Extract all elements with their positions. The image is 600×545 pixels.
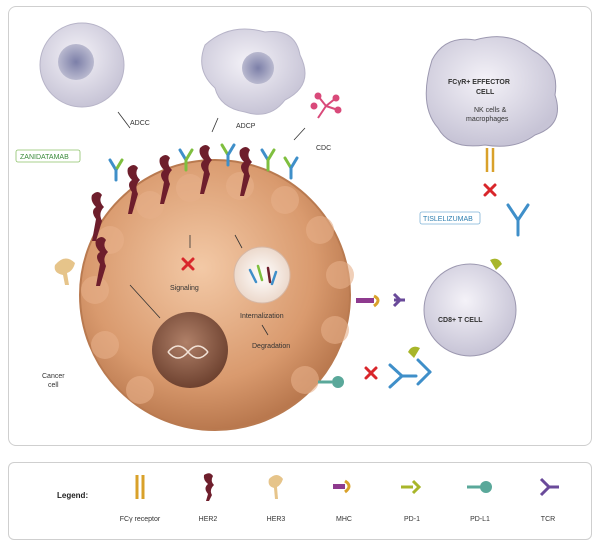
tcell-label: CD8+ T CELL: [438, 317, 483, 324]
legend-item-mhc: MHC: [313, 471, 375, 533]
legend-item-pdl1: PD-L1: [449, 471, 511, 533]
legend-label: PD-L1: [470, 516, 490, 523]
pd1-top: [490, 258, 502, 270]
her2-icon: [203, 473, 214, 501]
mechanism-diagram: ADCC ADCP CDC ZANIDATAMAB: [15, 22, 558, 431]
effector-title-2: CELL: [476, 89, 495, 96]
tislelizumab-tag: [419, 211, 481, 225]
internal-arrows: [129, 234, 269, 336]
legend-item-tcr: TCR: [517, 471, 579, 533]
pd1-icon: [401, 479, 422, 495]
complement-icon: [310, 92, 342, 119]
adcc-label: ADCC: [130, 120, 150, 127]
legend-label: HER3: [266, 516, 286, 523]
her3-icon: [268, 475, 283, 499]
her3-receptor: [54, 258, 75, 285]
mechanism-arrows: [117, 111, 306, 141]
zanidatamab-antibodies: [108, 143, 299, 182]
legend-label: FCγ receptor: [119, 516, 161, 523]
legend-label: PD-1: [404, 516, 420, 523]
cd8-t-cell: [423, 263, 517, 357]
tislelizumab-antibody-top: [506, 203, 530, 237]
pdl1-icon: [467, 481, 492, 493]
fc-receptor-icon: [135, 475, 145, 499]
effector-title-1: FCγR+ EFFECTOR: [448, 79, 510, 86]
round-immune-cell: [39, 22, 125, 108]
legend-panel: Legend: FCγ receptor HER2 HER3 MHC PD-1 …: [8, 462, 592, 540]
effector-sub-1: NK cells &: [474, 107, 507, 114]
pdl1-interaction: [318, 358, 432, 389]
mhc-tcr-interaction: [356, 292, 405, 308]
legend-item-pd1: PD-1: [381, 471, 443, 533]
cancer-cell: [79, 159, 354, 431]
pd1-bottom: [408, 346, 420, 358]
cancer-label-2: cell: [48, 382, 59, 389]
legend-item-her2: HER2: [177, 471, 239, 533]
legend-items: FCγ receptor HER2 HER3 MHC PD-1 PD-L1 TC…: [109, 471, 579, 533]
macrophage-cell: [201, 28, 306, 115]
inhibition-x-icon: [181, 183, 497, 380]
tcr-icon: [539, 477, 559, 497]
fc-receptor-on-effector: [485, 148, 495, 172]
internalization-label: Internalization: [240, 313, 284, 320]
zanidatamab-tag: [15, 149, 81, 163]
legend-label: TCR: [540, 516, 556, 523]
legend-item-fc-receptor: FCγ receptor: [109, 471, 171, 533]
legend-label: MHC: [336, 516, 352, 523]
internalization-vesicle: [233, 246, 291, 304]
effector-cell: [425, 36, 558, 147]
cancer-label-1: Cancer: [42, 373, 65, 380]
effector-sub-2: macrophages: [466, 116, 509, 123]
zanidatamab-label: ZANIDATAMAB: [20, 154, 69, 161]
her2-receptors: [91, 145, 252, 286]
cdc-label: CDC: [316, 145, 331, 152]
legend-title: Legend:: [57, 491, 89, 500]
degradation-label: Degradation: [252, 343, 290, 350]
mhc-icon: [333, 479, 351, 494]
signaling-label: Signaling: [170, 285, 199, 292]
legend-item-her3: HER3: [245, 471, 307, 533]
adcp-label: ADCP: [236, 123, 256, 130]
tislelizumab-label: TISLELIZUMAB: [423, 216, 473, 223]
legend-label: HER2: [198, 516, 218, 523]
